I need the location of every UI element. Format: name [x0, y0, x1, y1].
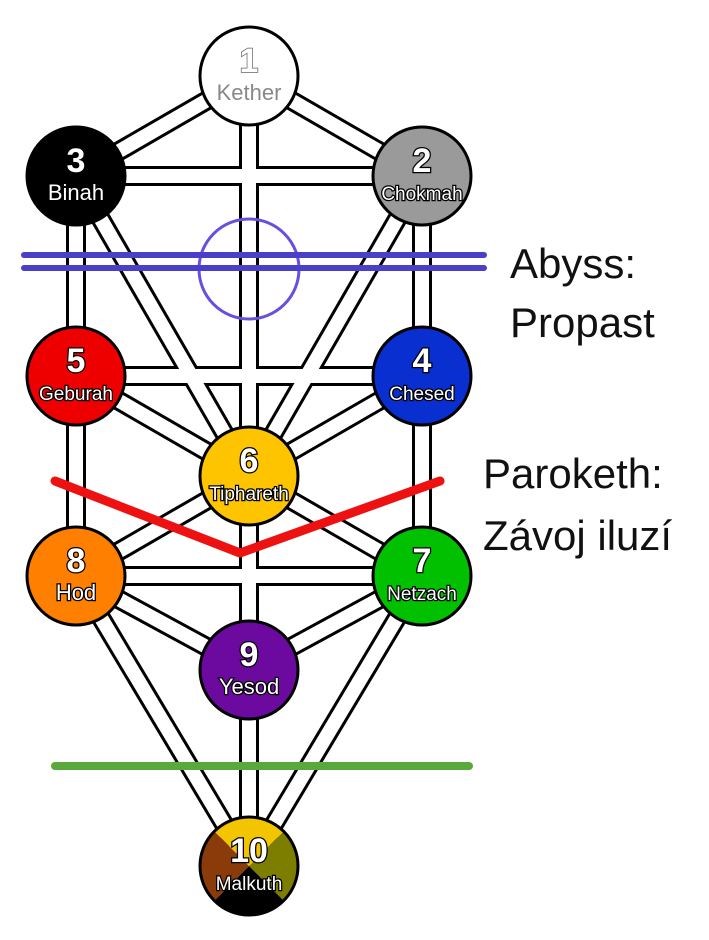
path-hod-malkuth — [69, 572, 256, 870]
sephira-binah-number: 3 — [67, 142, 86, 180]
sephira-yesod-number: 9 — [240, 636, 259, 674]
sephira-malkuth-outline — [198, 815, 300, 917]
path-netzach-malkuth — [242, 572, 429, 870]
sephira-malkuth-number: 10 — [230, 832, 268, 870]
sephira-geburah-circle — [25, 325, 127, 427]
sephira-netzach-circle — [371, 525, 473, 627]
sephira-chesed-circle — [371, 325, 473, 427]
sephira-yesod-name: Yesod — [219, 674, 279, 699]
sephira-hod-number: 8 — [67, 542, 86, 580]
paroketh-translation-label: Závoj iluzí — [483, 512, 672, 559]
sephira-binah-circle — [25, 125, 127, 227]
sephira-chesed-number: 4 — [413, 342, 432, 380]
sephira-chokmah-number: 2 — [413, 142, 432, 180]
sephira-tiphareth-number: 6 — [240, 442, 259, 480]
abyss-label: Abyss: — [510, 240, 636, 287]
path-chokmah-tiphareth — [242, 172, 429, 480]
sephira-netzach-number: 7 — [413, 542, 432, 580]
sephira-kether-number: 1 — [240, 42, 259, 80]
malkuth-quarter-bottom — [214, 866, 284, 916]
sephira-chokmah-circle — [371, 125, 473, 227]
sephira-kether-name: Kether — [217, 80, 282, 105]
sephira-geburah-name: Geburah — [39, 384, 113, 405]
sephira-yesod-circle — [198, 619, 300, 721]
sephira-chokmah-name: Chokmah — [381, 184, 462, 205]
sephira-hod-name: Hod — [56, 580, 96, 605]
sephira-binah-name: Binah — [48, 180, 104, 205]
abyss-translation-label: Propast — [510, 299, 655, 346]
malkuth-quarter-left — [199, 831, 249, 901]
malkuth-quarter-top — [214, 817, 284, 866]
malkuth-quarter-right — [249, 831, 299, 901]
sephira-tiphareth-circle — [198, 425, 300, 527]
sephira-netzach-name: Netzach — [387, 584, 457, 605]
paroketh-line — [50, 476, 445, 558]
sephira-hod-circle — [25, 525, 127, 627]
sephira-malkuth-name: Malkuth — [216, 874, 283, 895]
sephira-geburah-number: 5 — [67, 342, 86, 380]
paroketh-label: Paroketh: — [483, 450, 663, 497]
sephira-kether-circle — [198, 25, 300, 127]
sephira-tiphareth-name: Tiphareth — [209, 484, 289, 505]
sephira-chesed-name: Chesed — [389, 384, 455, 405]
path-binah-tiphareth — [69, 172, 256, 480]
